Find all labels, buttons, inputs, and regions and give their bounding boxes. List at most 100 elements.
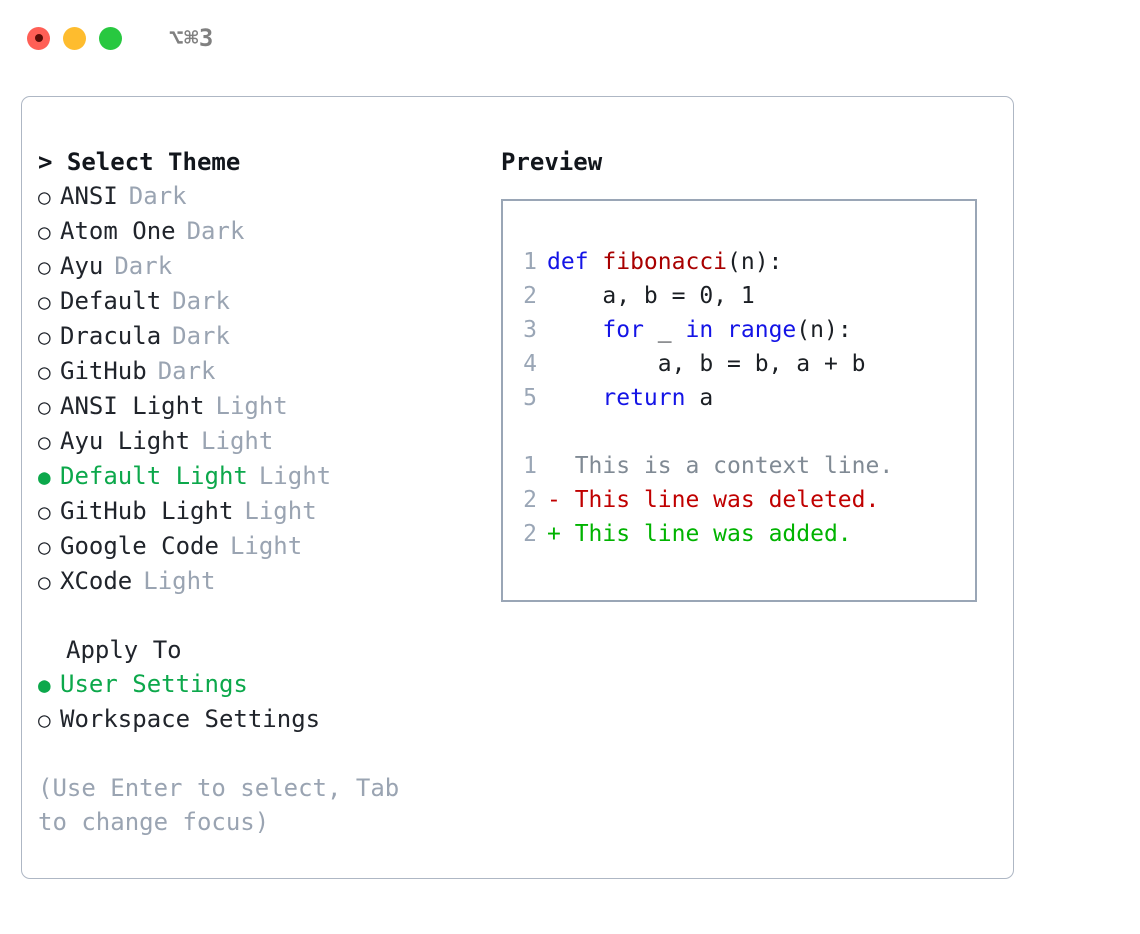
apply-to-option-label: User Settings (60, 670, 248, 698)
diff-line-text: This is a context line. (547, 449, 894, 483)
diff-line-text: - This line was deleted. (547, 483, 879, 517)
title-bar: ⌥⌘3 (0, 0, 1140, 76)
theme-option-label: GitHub (60, 357, 147, 385)
theme-option-variant: Light (143, 567, 216, 595)
theme-option-variant: Dark (172, 287, 230, 315)
diff-marker: + (547, 521, 575, 547)
code-token-kw: def (547, 249, 603, 275)
code-line: 5 return a (503, 381, 975, 415)
radio-unselected-icon: ○ (38, 290, 51, 314)
preview-gap (503, 415, 975, 449)
theme-option-github-light[interactable]: ○ GitHub Light Light (38, 494, 478, 529)
apply-to-header: Apply To (66, 636, 182, 664)
theme-option-variant: Light (229, 532, 303, 560)
diff-text: This line was deleted. (574, 487, 880, 513)
code-token-plain (713, 317, 727, 343)
theme-option-variant: Dark (172, 322, 230, 350)
code-line-number: 3 (523, 317, 537, 343)
theme-option-variant: Dark (186, 217, 245, 245)
radio-unselected-icon: ○ (38, 570, 51, 594)
theme-option-label: Default Light (60, 462, 248, 490)
code-token-kw: return (602, 385, 686, 411)
code-line-text: a, b = 0, 1 (547, 279, 755, 313)
code-line: 2 a, b = 0, 1 (503, 279, 975, 313)
theme-option-default[interactable]: ○ Default Dark (38, 284, 478, 319)
close-button[interactable] (27, 26, 50, 50)
code-token-plain: a (685, 385, 714, 411)
theme-option-label: Dracula (60, 322, 162, 350)
theme-option-label: Default (60, 287, 162, 315)
code-line-text: return a (547, 381, 713, 415)
diff-marker: - (547, 487, 575, 513)
theme-option-variant: Light (201, 427, 274, 455)
theme-option-label: Google Code (60, 532, 219, 560)
radio-unselected-icon: ○ (38, 708, 51, 732)
theme-option-variant: Light (244, 497, 317, 525)
radio-unselected-icon: ○ (38, 360, 51, 384)
code-line-number: 5 (523, 385, 537, 411)
diff-line-add: 2 + This line was added. (503, 517, 975, 551)
keyboard-hint-text: (Use Enter to select, Tab to change focu… (38, 774, 400, 836)
theme-option-google-code[interactable]: ○ Google Code Light (38, 529, 478, 564)
code-token-plain: (n): (796, 317, 852, 343)
theme-option-label: XCode (60, 567, 133, 595)
radio-unselected-icon: ○ (38, 185, 51, 209)
code-token-plain (547, 385, 602, 411)
window-controls (27, 26, 122, 50)
keyboard-shortcut-label: ⌥⌘3 (169, 24, 214, 52)
code-line-number: 4 (523, 351, 537, 377)
theme-option-variant: Light (258, 462, 332, 490)
theme-option-github[interactable]: ○ GitHub Dark (38, 354, 478, 389)
theme-option-xcode[interactable]: ○ XCode Light (38, 564, 478, 599)
radio-unselected-icon: ○ (38, 500, 51, 524)
theme-option-variant: Dark (157, 357, 216, 385)
code-line-text: a, b = b, a + b (547, 347, 866, 381)
apply-to-option-user-settings[interactable]: ● User Settings (38, 667, 478, 702)
theme-option-label: ANSI (60, 182, 118, 210)
minimize-button[interactable] (63, 26, 86, 50)
code-token-kw: for (602, 317, 644, 343)
theme-option-label: Atom One (60, 217, 176, 245)
radio-unselected-icon: ○ (38, 535, 51, 559)
diff-line-number: 2 (523, 521, 537, 547)
code-token-plain: (n): (727, 249, 783, 275)
code-token-fn: fibonacci (602, 249, 728, 275)
radio-selected-icon: ● (38, 673, 51, 697)
theme-option-label: ANSI Light (60, 392, 205, 420)
code-line-number: 1 (523, 249, 537, 275)
code-line-text: def fibonacci(n): (547, 245, 782, 279)
theme-option-variant: Light (215, 392, 288, 420)
diff-text: This line was added. (574, 521, 852, 547)
theme-option-label: GitHub Light (60, 497, 234, 525)
list-spacer (38, 599, 478, 633)
theme-option-atom-one[interactable]: ○ Atom One Dark (38, 214, 478, 249)
apply-to-option-workspace-settings[interactable]: ○Workspace Settings (38, 702, 478, 737)
code-line: 1 def fibonacci(n): (503, 245, 975, 279)
code-token-plain: a, b = 0, 1 (547, 283, 755, 309)
diff-text: This is a context line. (574, 453, 894, 479)
diff-line-ctx: 1 This is a context line. (503, 449, 975, 483)
diff-line-text: + This line was added. (547, 517, 852, 551)
diff-marker (547, 453, 575, 479)
zoom-button[interactable] (99, 26, 122, 50)
radio-unselected-icon: ○ (38, 430, 51, 454)
code-token-plain: _ (643, 317, 686, 343)
code-line: 4 a, b = b, a + b (503, 347, 975, 381)
preview-diff-block: 1 This is a context line.2- This line wa… (503, 449, 975, 551)
radio-unselected-icon: ○ (38, 220, 51, 244)
select-theme-header: > Select Theme (38, 148, 241, 176)
theme-option-variant: Dark (128, 182, 187, 210)
code-token-kw: in (685, 317, 714, 343)
theme-option-ansi[interactable]: ○ ANSI Dark (38, 179, 478, 214)
